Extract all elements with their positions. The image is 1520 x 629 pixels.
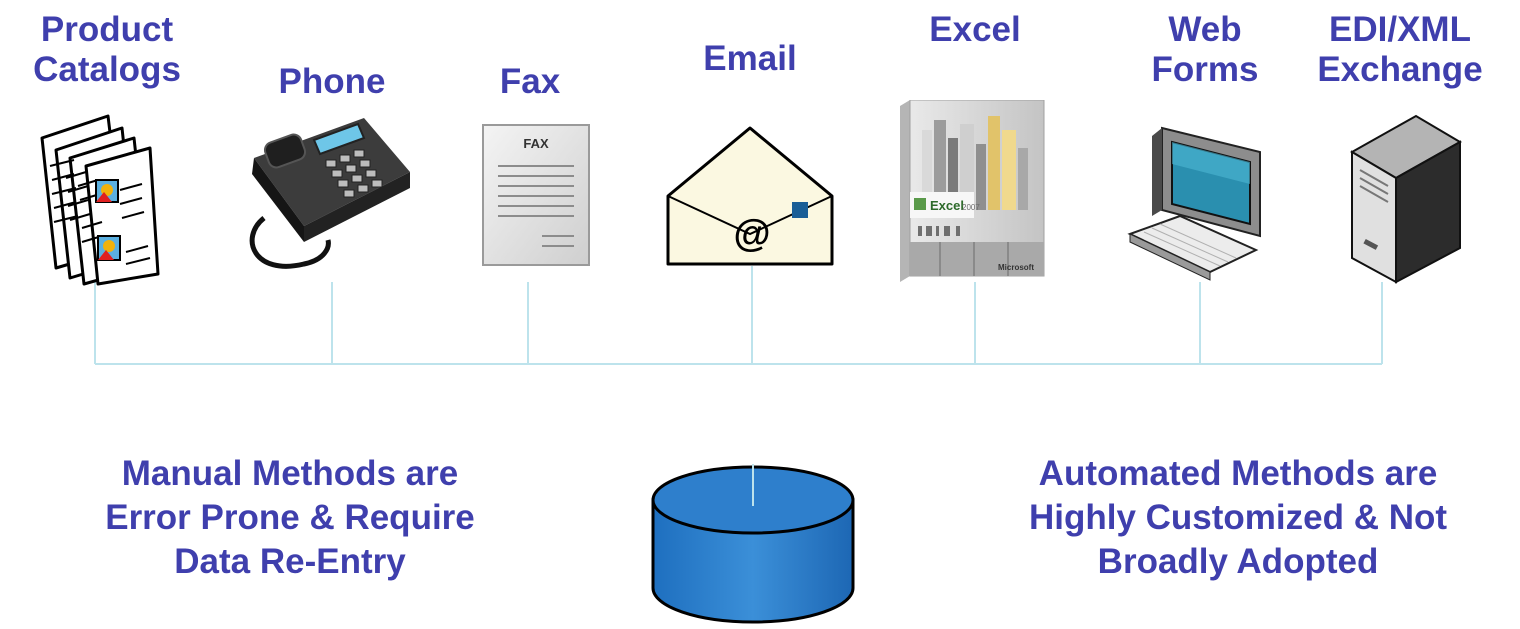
automated-methods-note: Automated Methods are Highly Customized … bbox=[988, 452, 1488, 584]
label-email: Email bbox=[660, 39, 840, 79]
telephone-icon bbox=[249, 118, 410, 269]
database-icon bbox=[651, 464, 855, 624]
excel-box-version: 2007 bbox=[962, 203, 980, 212]
excel-box-icon: Excel 2007 Microsoft bbox=[900, 100, 1045, 282]
label-phone: Phone bbox=[232, 62, 432, 102]
excel-box-text: Excel bbox=[930, 198, 964, 213]
label-fax: Fax bbox=[475, 62, 585, 102]
manual-methods-note: Manual Methods are Error Prone & Require… bbox=[40, 452, 540, 584]
label-line: Fax bbox=[499, 62, 561, 101]
envelope-icon: @ bbox=[666, 126, 834, 266]
label-line: Forms bbox=[1151, 50, 1259, 89]
server-icon bbox=[1350, 114, 1462, 284]
label-product-catalogs: Product Catalogs bbox=[12, 10, 202, 90]
label-line: Exchange bbox=[1317, 50, 1483, 89]
computer-icon bbox=[1127, 126, 1261, 281]
document-stack-icon bbox=[40, 114, 160, 286]
label-line: Email bbox=[703, 39, 797, 78]
note-line: Data Re-Entry bbox=[174, 542, 406, 581]
excel-box-brand: Microsoft bbox=[998, 263, 1034, 272]
label-line: Product bbox=[40, 10, 174, 49]
note-line: Error Prone & Require bbox=[105, 498, 475, 537]
label-line: Excel bbox=[929, 10, 1021, 49]
note-line: Highly Customized & Not bbox=[1028, 498, 1448, 537]
label-line: Catalogs bbox=[33, 50, 181, 89]
label-excel: Excel bbox=[890, 10, 1060, 50]
at-symbol: @ bbox=[733, 213, 770, 255]
label-edi-xml-exchange: EDI/XML Exchange bbox=[1300, 10, 1500, 90]
fax-page-icon: FAX bbox=[482, 124, 590, 266]
note-line: Broadly Adopted bbox=[1097, 542, 1379, 581]
fax-header-text: FAX bbox=[523, 136, 549, 151]
note-line: Manual Methods are bbox=[121, 454, 459, 493]
label-web-forms: Web Forms bbox=[1120, 10, 1290, 90]
note-line: Automated Methods are bbox=[1038, 454, 1438, 493]
label-line: Phone bbox=[278, 62, 386, 101]
label-line: Web bbox=[1168, 10, 1242, 49]
label-line: EDI/XML bbox=[1329, 10, 1471, 49]
